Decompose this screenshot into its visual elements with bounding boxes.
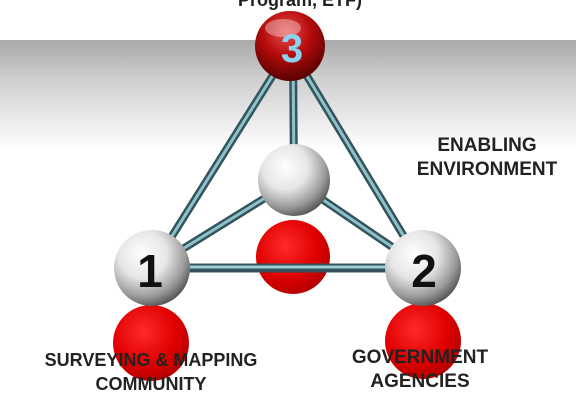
node-left-ball <box>114 230 190 306</box>
red-ball-bottom-right <box>385 303 461 379</box>
node-top-highlight <box>265 19 301 37</box>
top-node-label: Program, ETF) <box>237 0 362 10</box>
red-ball-bottom-left <box>113 305 189 381</box>
node-top-ball <box>255 11 325 81</box>
node-right-number: 2 <box>411 245 437 297</box>
surveying-mapping-label: SURVEYING & MAPPING COMMUNITY <box>6 348 296 396</box>
government-agencies-label: GOVERNMENT AGENCIES <box>330 346 510 394</box>
surveying-label-line2: COMMUNITY <box>95 374 207 394</box>
node-right-ball <box>385 230 461 306</box>
government-label-line1: GOVERNMENT <box>351 347 489 368</box>
surveying-label-line1: SURVEYING & MAPPING <box>44 350 258 370</box>
enabling-environment-label: ENABLING ENVIRONMENT <box>392 134 576 182</box>
node-top-number: 3 <box>281 27 303 71</box>
node-left-number: 1 <box>137 245 163 297</box>
government-label-line2: AGENCIES <box>370 371 470 392</box>
enabling-label-line1: ENABLING <box>437 135 537 156</box>
node-center-ball <box>258 144 330 216</box>
red-ball-center <box>256 220 330 294</box>
enabling-label-line2: ENVIRONMENT <box>416 159 558 180</box>
